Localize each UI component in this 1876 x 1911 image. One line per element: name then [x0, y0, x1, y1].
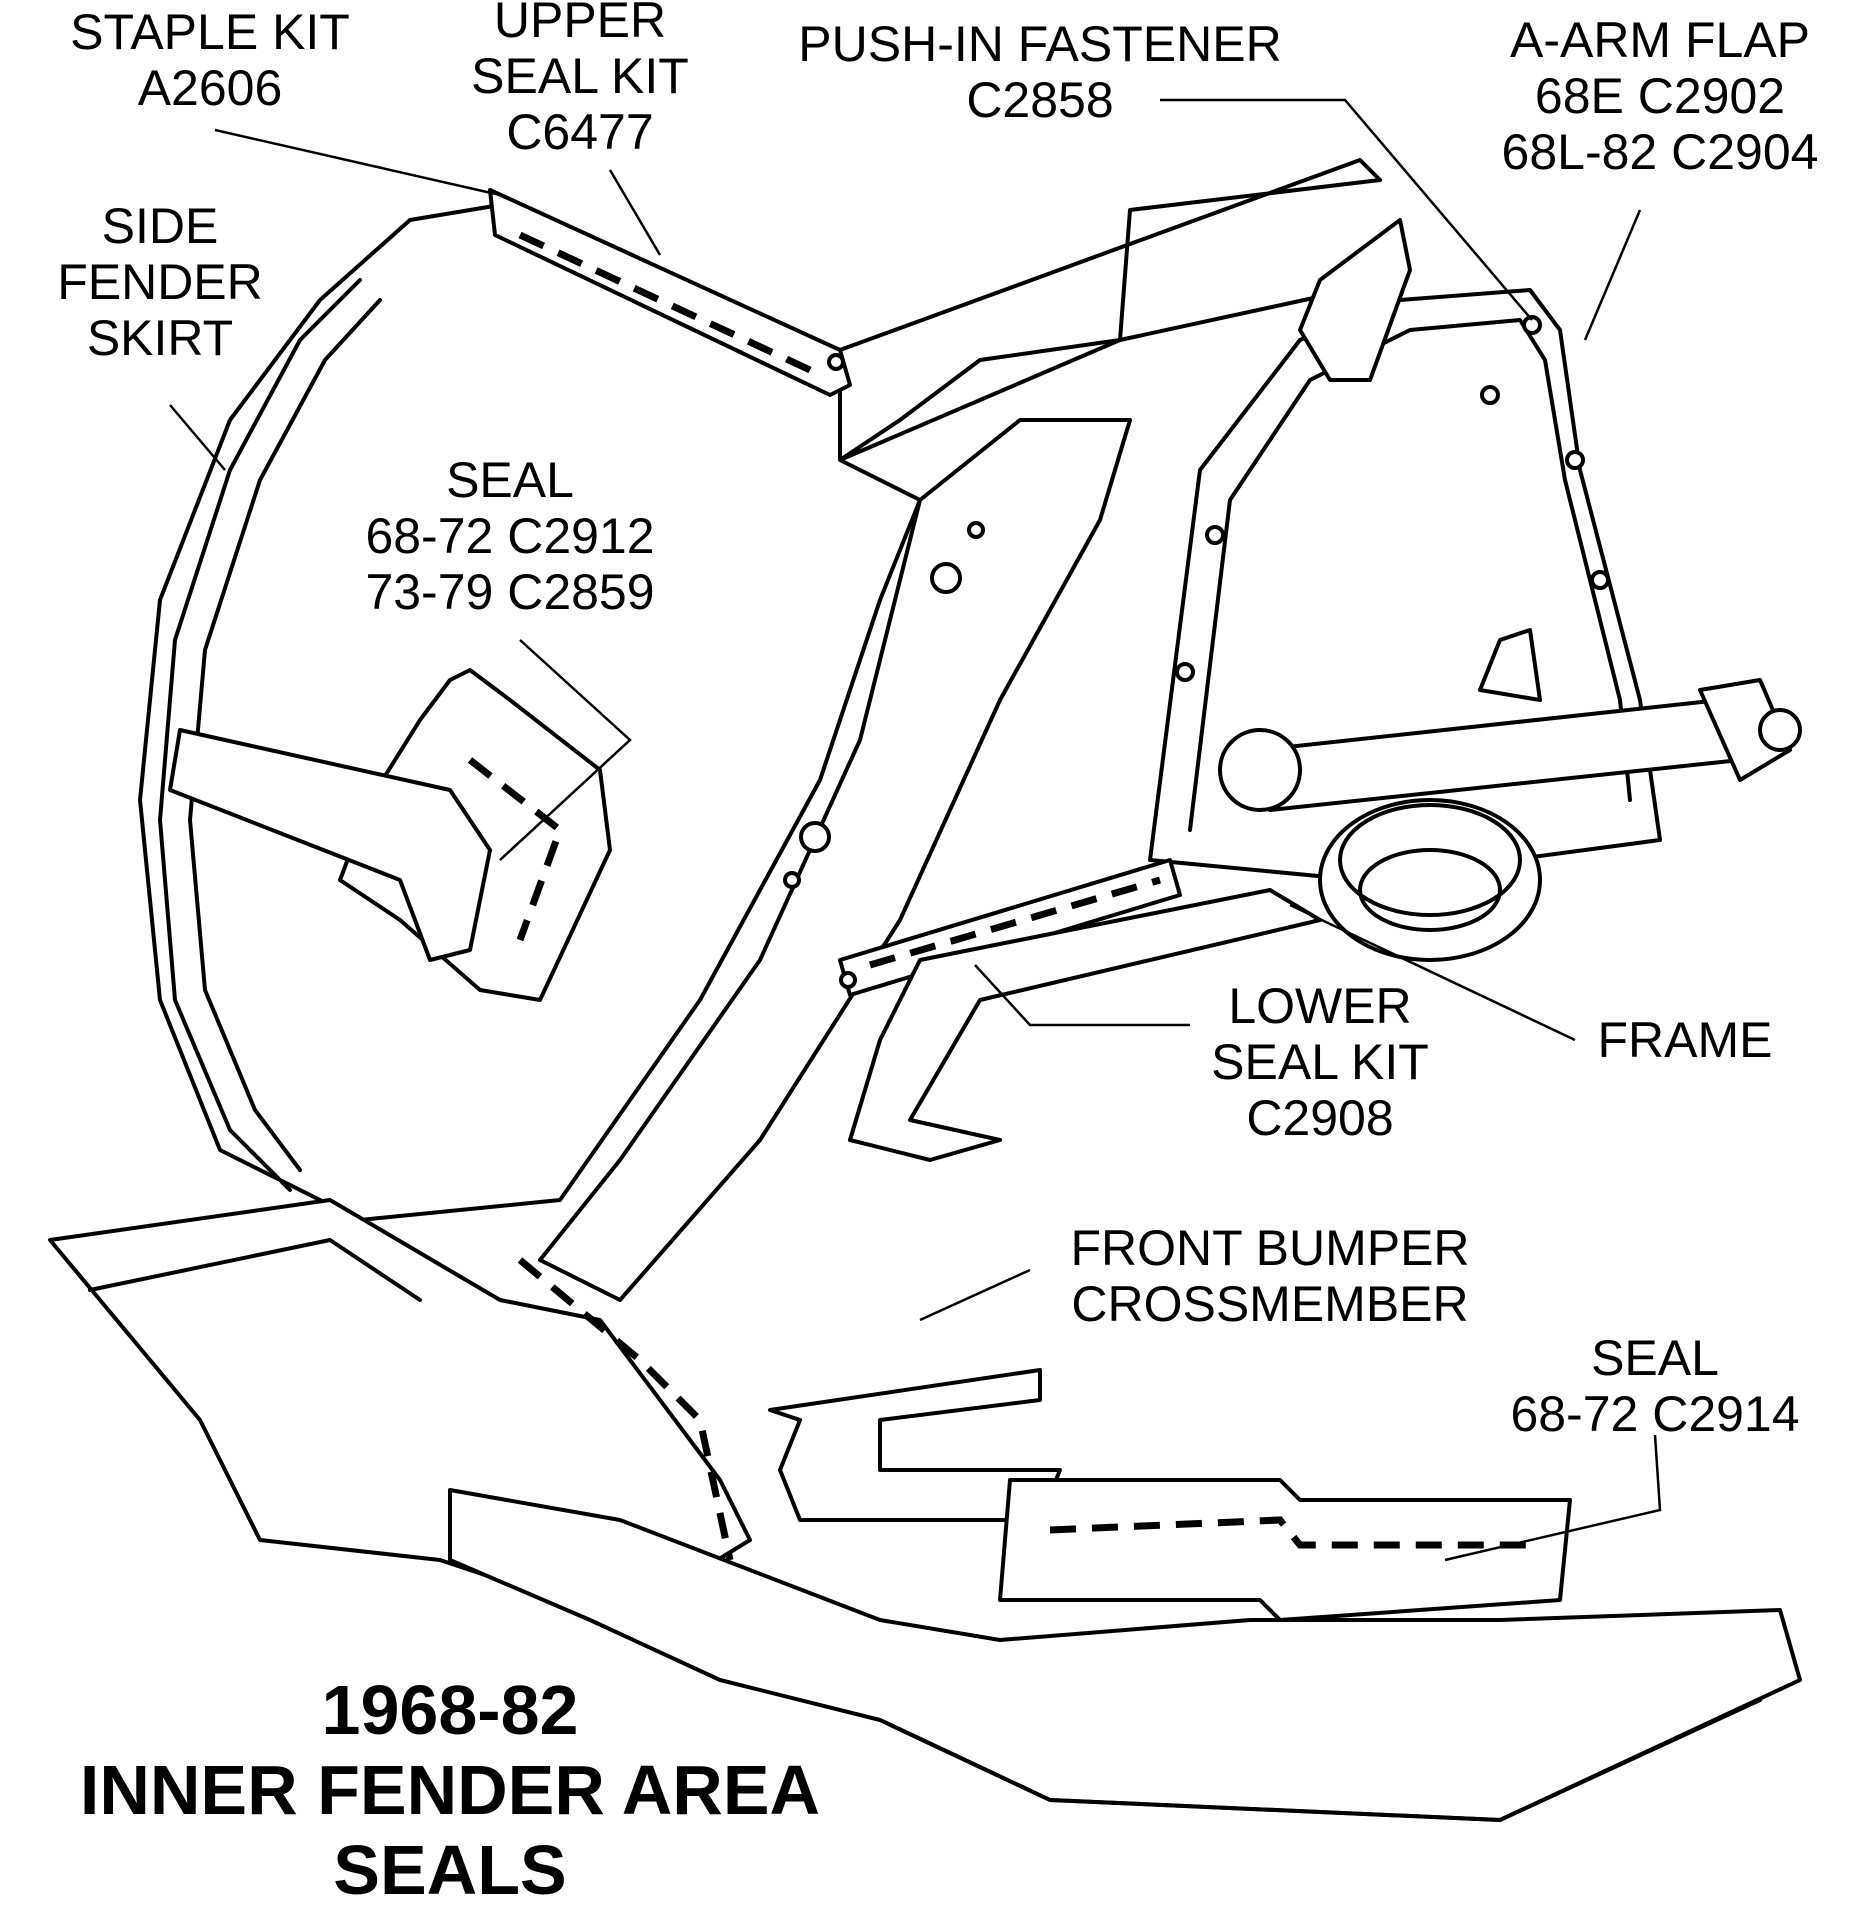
leader-upper-seal-kit: [608, 169, 662, 256]
diagram-title-line1: 1968-82: [321, 1671, 579, 1749]
leader-a-arm-flap: [1583, 209, 1642, 341]
side-fender-skirt-flange: [158, 278, 362, 1192]
seal-upper-bracket-dashes: [467, 757, 565, 942]
diagram-title-line2: INNER FENDER AREA: [79, 1751, 821, 1829]
leader-push-in-fastener: [1160, 98, 1533, 321]
leader-lower-seal-kit: [974, 964, 1190, 1027]
callout-staple-kit: STAPLE KIT A2606: [30, 4, 390, 116]
leader-staple-kit: [214, 128, 501, 197]
upper-seal-dashes: [518, 231, 812, 374]
a-arm-flap-hole: [1480, 385, 1500, 405]
lower-seal-end-fastener: [839, 971, 857, 989]
callout-push-in-fastener: PUSH-IN FASTENER C2858: [760, 16, 1320, 128]
lower-seal-tray: [998, 1478, 1572, 1622]
seal-upper-loop: [168, 728, 492, 962]
leader-front-bumper-crossmember: [919, 1268, 1031, 1322]
callout-front-bumper-crossmember-line1: FRONT BUMPER: [1070, 1220, 1470, 1276]
callout-staple-kit-line2: A2606: [137, 60, 283, 116]
a-arm-flap-hole: [1205, 525, 1225, 545]
callout-upper-seal-kit-line2: SEAL KIT: [471, 48, 689, 104]
callout-seal-upper-line3: 73-79 C2859: [365, 564, 655, 620]
callout-frame: FRAME: [1570, 1012, 1800, 1068]
control-arm-nut: [1758, 708, 1802, 752]
callout-front-bumper-crossmember: FRONT BUMPER CROSSMEMBER: [1030, 1220, 1510, 1332]
bottom-tray: [448, 1488, 1802, 1822]
push-in-fastener-hole: [1522, 315, 1542, 335]
callout-seal-lower-line2: 68-72 C2914: [1510, 1386, 1800, 1442]
callout-upper-seal-kit: UPPER SEAL KIT C6477: [430, 0, 730, 160]
leader-seal-upper: [499, 639, 632, 861]
a-arm-flap-hole: [1175, 662, 1195, 682]
callout-push-in-fastener-line1: PUSH-IN FASTENER: [798, 16, 1282, 72]
center-panel: [538, 418, 1132, 1302]
callout-side-fender-skirt-line1: SIDE: [101, 198, 219, 254]
diagram-title: 1968-82 INNER FENDER AREA SEALS: [40, 1670, 860, 1910]
control-arm-bushing: [1698, 678, 1792, 782]
a-arm-flap-hole: [1590, 570, 1610, 590]
crossmember-dashes: [517, 1257, 734, 1561]
callout-seal-lower: SEAL 68-72 C2914: [1470, 1330, 1840, 1442]
leader-seal-lower: [1444, 1434, 1662, 1562]
coil-spring: [1318, 798, 1542, 962]
upper-a-arm-bracket: [1298, 218, 1412, 382]
callout-lower-seal-kit-line2: SEAL KIT: [1211, 1034, 1429, 1090]
center-panel-hole: [930, 562, 962, 594]
lower-skirt-flange: [88, 1238, 422, 1302]
frame-rail: [848, 888, 1322, 1162]
callout-frame-line1: FRAME: [1597, 1012, 1773, 1068]
front-bumper-crossmember: [768, 1368, 1062, 1522]
callout-lower-seal-kit: LOWER SEAL KIT C2908: [1170, 978, 1470, 1146]
callout-side-fender-skirt: SIDE FENDER SKIRT: [20, 198, 300, 366]
coil-spring-turn: [1338, 803, 1522, 917]
callout-lower-seal-kit-line3: C2908: [1246, 1090, 1394, 1146]
callout-a-arm-flap: A-ARM FLAP 68E C2902 68L-82 C2904: [1460, 12, 1860, 180]
a-arm-flap-inner: [1188, 318, 1632, 832]
upper-seal-end-fastener: [827, 353, 845, 371]
upper-body-panel-edge: [838, 288, 1352, 462]
callout-a-arm-flap-line2: 68E C2902: [1534, 68, 1786, 124]
leader-side-fender-skirt: [169, 404, 226, 471]
callout-lower-seal-kit-line1: LOWER: [1228, 978, 1412, 1034]
callout-side-fender-skirt-line2: FENDER: [57, 254, 263, 310]
callout-push-in-fastener-line2: C2858: [966, 72, 1114, 128]
callout-front-bumper-crossmember-line2: CROSSMEMBER: [1071, 1276, 1469, 1332]
callout-upper-seal-kit-line3: C6477: [506, 104, 654, 160]
a-arm-flap-hole: [1565, 450, 1585, 470]
callout-seal-upper: SEAL 68-72 C2912 73-79 C2859: [320, 452, 700, 620]
lower-seal-dashes: [869, 876, 1161, 969]
shock-stud: [1478, 628, 1542, 702]
side-fender-skirt-panel: [138, 203, 922, 1222]
leader-frame: [1289, 903, 1576, 1042]
callout-staple-kit-line1: STAPLE KIT: [70, 4, 350, 60]
callout-a-arm-flap-line1: A-ARM FLAP: [1509, 12, 1811, 68]
callout-upper-seal-kit-line1: UPPER: [493, 0, 667, 48]
callout-seal-upper-line2: 68-72 C2912: [365, 508, 655, 564]
callout-seal-upper-line1: SEAL: [446, 452, 574, 508]
ball-joint: [1218, 728, 1302, 812]
callout-side-fender-skirt-line3: SKIRT: [86, 310, 234, 366]
diagram-title-line3: SEALS: [333, 1831, 567, 1909]
coil-spring-turn: [1358, 848, 1502, 932]
center-panel-hole: [967, 521, 985, 539]
center-panel-hole: [799, 821, 831, 853]
callout-a-arm-flap-line3: 68L-82 C2904: [1501, 124, 1819, 180]
callout-seal-lower-line1: SEAL: [1591, 1330, 1719, 1386]
center-panel-hole: [783, 871, 801, 889]
bottom-tray-flange: [878, 1698, 1762, 1822]
